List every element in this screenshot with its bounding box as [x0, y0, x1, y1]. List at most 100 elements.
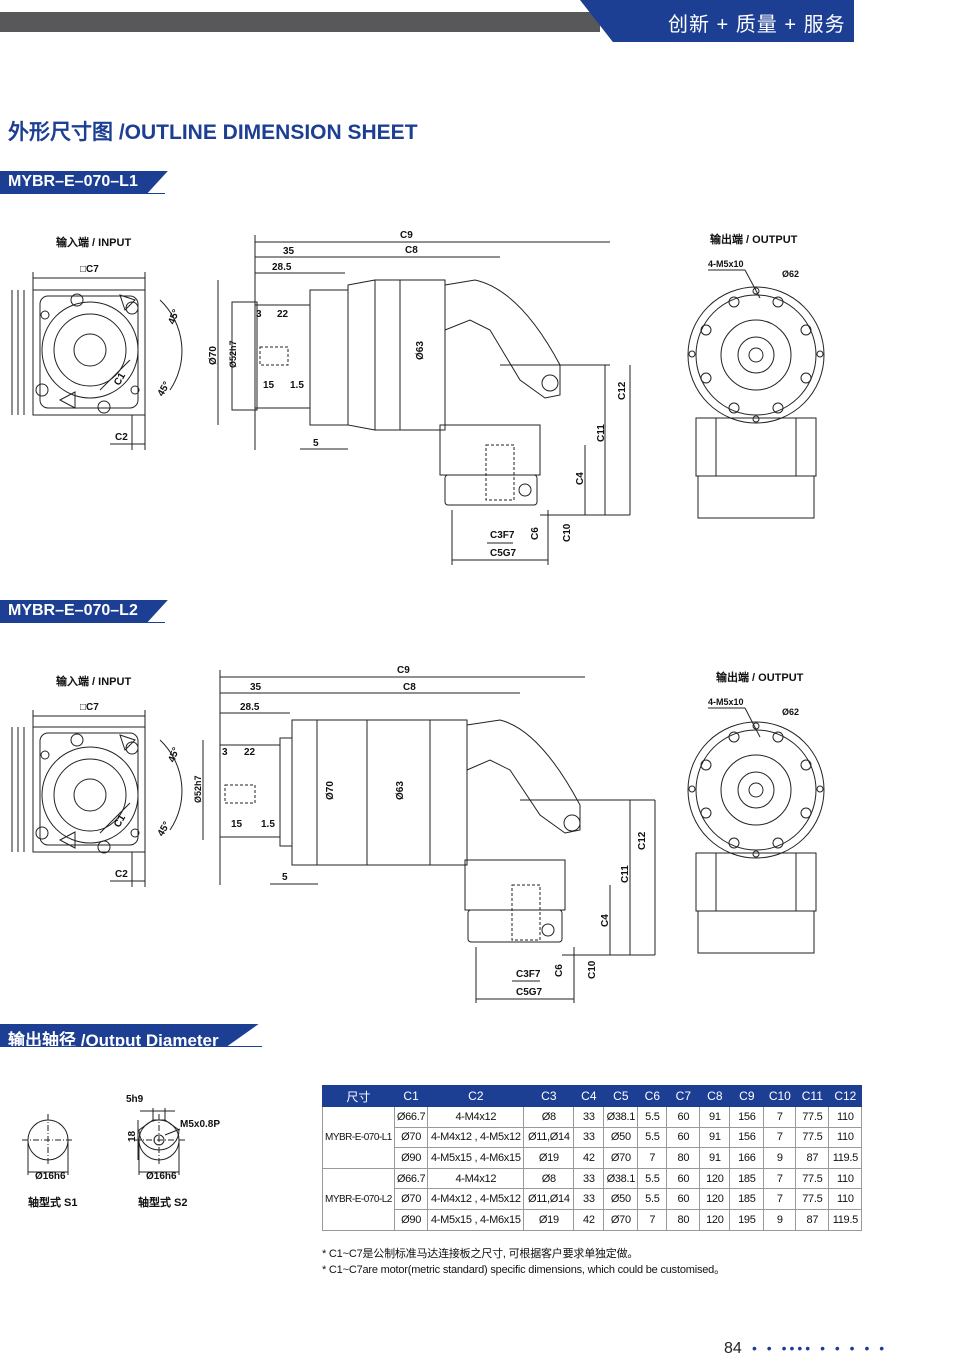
table-cell: 119.5 — [828, 1147, 863, 1169]
table-cell: 42 — [573, 1208, 605, 1231]
table-cell: Ø70 — [603, 1208, 639, 1231]
dim-c9-l2: C9 — [397, 665, 410, 676]
dim-c7-l1: □C7 — [80, 264, 99, 275]
table-cell: Ø50 — [603, 1188, 639, 1210]
dim-m5-l2: 4-M5x10 — [708, 697, 744, 707]
dim-3-l2: 3 — [222, 747, 228, 758]
table-cell: Ø70 — [393, 1126, 429, 1149]
note-cn: * C1~C7是公制标准马达连接板之尺寸, 可根据客户要求单独定做。 — [322, 1248, 639, 1260]
th-size: 尺寸 — [322, 1085, 395, 1107]
dim-c11-l1: C11 — [596, 424, 607, 442]
table-model-cell: MYBR-E-070-L1 — [322, 1106, 395, 1169]
dim-c11-l2: C11 — [620, 865, 631, 883]
drawing-l2-svg: 输入端 / INPUT □C7 45° 45° C1 C2 C9 C8 35 2… — [11, 665, 825, 1003]
dim-c6-l1: C6 — [530, 527, 541, 540]
dim-m5-l1: 4-M5x10 — [708, 259, 744, 269]
dim-15-l2: 15 — [231, 819, 243, 830]
drawing-l1: 输入端 / INPUT □C7 45° 45° C1 C2 C9 C8 35 2… — [0, 220, 960, 570]
table-cell: 33 — [573, 1188, 605, 1210]
dim-285-l2: 28.5 — [240, 702, 260, 713]
table-cell: 80 — [666, 1208, 701, 1231]
note-en: * C1~C7are motor(metric standard) specif… — [322, 1264, 725, 1276]
table-cell: Ø50 — [603, 1126, 639, 1149]
table-cell: 4-M4x12 — [427, 1167, 525, 1190]
th-c9: C9 — [729, 1085, 765, 1107]
table-cell: 4-M4x12 , 4-M5x12 — [427, 1188, 525, 1210]
table-cell: 5.5 — [637, 1126, 668, 1149]
input-label-l2: 输入端 / INPUT — [56, 674, 131, 688]
header-tab — [580, 0, 854, 42]
gear-body-l1 — [374, 279, 446, 431]
dim-c2-l2: C2 — [115, 869, 128, 880]
input-label-l1: 输入端 / INPUT — [56, 235, 131, 249]
table-cell: 185 — [729, 1167, 765, 1190]
table-cell: Ø19 — [523, 1147, 575, 1169]
dim-c4-l2: C4 — [600, 914, 611, 927]
shaft-s1-dia: Ø16h6 — [35, 1171, 66, 1182]
table-cell: 110 — [828, 1167, 863, 1190]
dim-c12-l1: C12 — [617, 381, 628, 400]
table-cell: Ø38.1 — [603, 1167, 639, 1190]
page-number: 84 — [724, 1340, 742, 1357]
dim-45a-l1: 45° — [167, 308, 183, 326]
header-tagline: 创新 + 质量 + 服务 — [668, 14, 846, 36]
table-cell: 4-M5x15 , 4-M6x15 — [427, 1208, 525, 1231]
table-cell: 120 — [699, 1208, 731, 1231]
table-cell: 60 — [666, 1188, 701, 1210]
dim-c8-l1: C8 — [405, 245, 418, 256]
table-cell: 156 — [729, 1106, 765, 1128]
table-cell: 33 — [573, 1126, 605, 1149]
gear-body-l2 — [366, 719, 468, 866]
dim-45b-l1: 45° — [156, 380, 173, 399]
th-c4: C4 — [573, 1085, 605, 1107]
table-cell: 9 — [763, 1147, 797, 1169]
dim-5-l1: 5 — [313, 438, 319, 449]
table-cell: 42 — [573, 1147, 605, 1169]
table-cell: 185 — [729, 1188, 765, 1210]
table-cell: 9 — [763, 1208, 797, 1231]
table-cell: 77.5 — [795, 1188, 830, 1210]
output-label-l2: 输出端 / OUTPUT — [716, 670, 804, 684]
table-cell: 87 — [795, 1147, 830, 1169]
table-cell: 60 — [666, 1167, 701, 1190]
dim-45a-l2: 45° — [167, 746, 183, 764]
shaft-drawings: Ø16h6 轴型式 S1 5h9 18 M5x0.8P Ø16h6 轴型式 S2 — [22, 1094, 220, 1209]
th-c10: C10 — [763, 1085, 797, 1107]
dim-3-l1: 3 — [256, 309, 262, 320]
table-cell: Ø8 — [523, 1167, 575, 1190]
dim-c12-l2: C12 — [637, 831, 648, 850]
th-c7: C7 — [666, 1085, 701, 1107]
output-flange-l2 — [687, 721, 825, 859]
shaft-section-title: 输出轴径 /Output Diameter — [0, 1024, 259, 1046]
th-c11: C11 — [795, 1085, 830, 1107]
dim-22-l1: 22 — [277, 309, 289, 320]
table-cell: 110 — [828, 1188, 863, 1210]
dim-d62-l1: Ø62 — [782, 269, 799, 279]
th-c2: C2 — [427, 1085, 525, 1107]
th-c8: C8 — [699, 1085, 731, 1107]
dim-35-l2: 35 — [250, 682, 262, 693]
table-cell: 33 — [573, 1106, 605, 1128]
dim-15b-l1: 1.5 — [290, 380, 304, 391]
table-cell: 77.5 — [795, 1167, 830, 1190]
page-title: 外形尺寸图 /OUTLINE DIMENSION SHEET — [8, 121, 418, 144]
table-cell: 7 — [763, 1188, 797, 1210]
table-cell: Ø90 — [393, 1208, 429, 1231]
dim-22-l2: 22 — [244, 747, 256, 758]
th-c12: C12 — [828, 1085, 863, 1107]
table-cell: 7 — [637, 1208, 668, 1231]
th-c3: C3 — [523, 1085, 575, 1107]
dim-c5-l2: C5G7 — [516, 987, 543, 998]
table-cell: Ø38.1 — [603, 1106, 639, 1128]
dim-15-l1: 15 — [263, 380, 275, 391]
shaft-s2-outline — [138, 1119, 180, 1151]
dim-35-l1: 35 — [283, 246, 295, 257]
model-tag-l2: MYBR–E–070–L2 — [0, 600, 168, 622]
dim-c3-l2: C3F7 — [516, 969, 541, 980]
shaft-s2-thread: M5x0.8P — [180, 1119, 220, 1130]
th-c1: C1 — [393, 1085, 429, 1107]
table-cell: 5.5 — [637, 1106, 668, 1128]
table-cell: 87 — [795, 1208, 830, 1231]
